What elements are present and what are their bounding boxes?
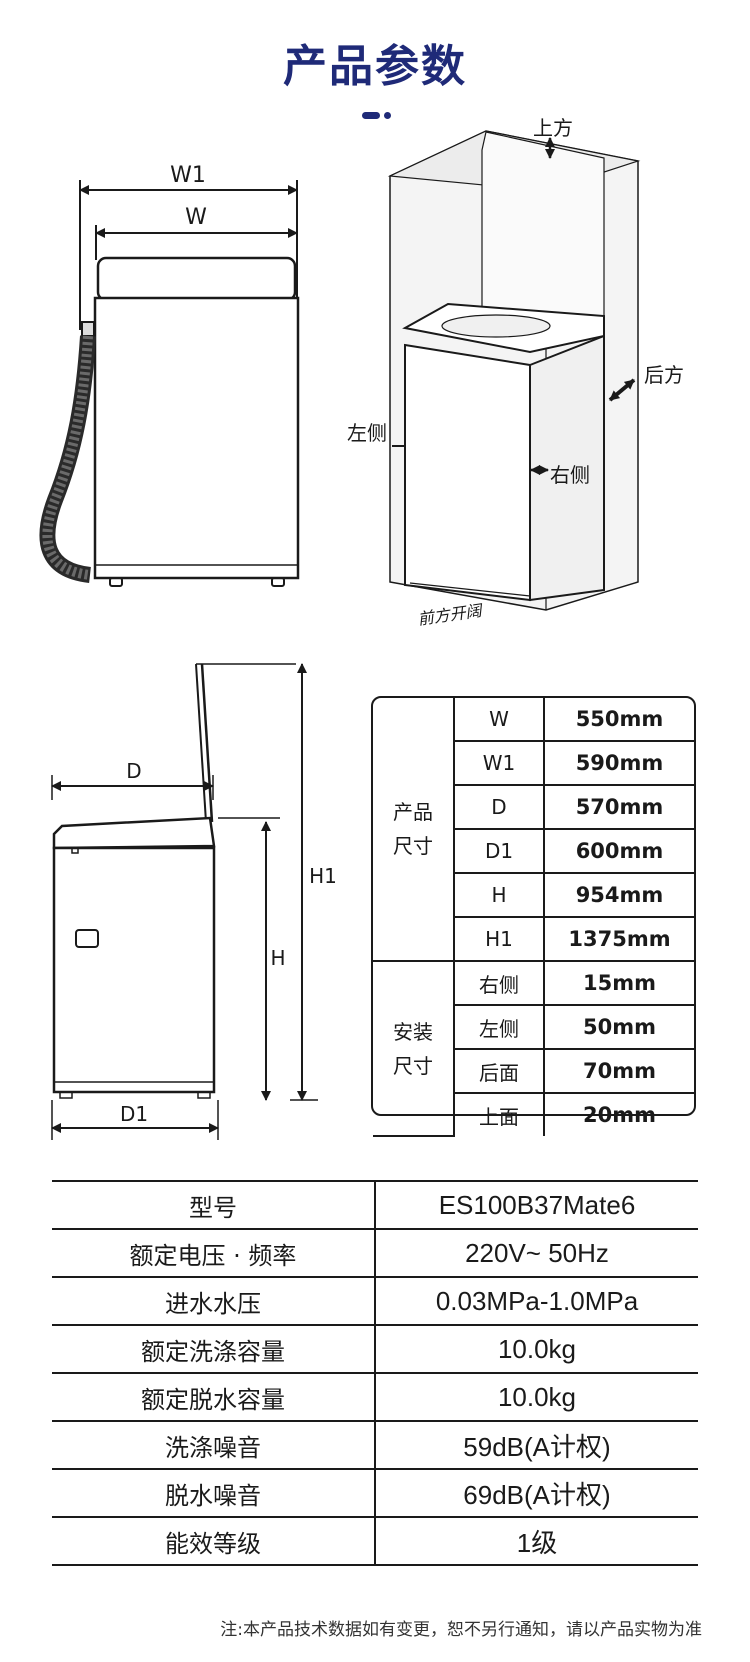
clearance-left-label: 左侧 [347,421,387,445]
spec-table: 型号 ES100B37Mate6 额定电压 · 频率 220V~ 50Hz 进水… [52,1180,698,1566]
dim-value: 70mm [543,1048,694,1094]
d1-label: D1 [120,1102,148,1126]
dim-key: W [453,698,545,742]
spec-value: 69dB(A计权) [375,1468,698,1518]
spec-key: 型号 [52,1180,376,1230]
dim-key: H [454,872,545,918]
d-label: D [126,759,141,783]
w-label: W [185,205,207,230]
table-row: 脱水噪音 69dB(A计权) [52,1468,698,1518]
table-row: 能效等级 1级 [52,1516,698,1566]
front-view-diagram [39,180,300,587]
dim-value: 954mm [543,872,694,918]
dim-value: 50mm [543,1004,694,1050]
table-row: 进水水压 0.03MPa-1.0MPa [52,1276,698,1326]
dim-key: W1 [454,740,545,786]
spec-value: 220V~ 50Hz [375,1228,698,1278]
clearance-front-label: 前方开阔 [417,601,485,629]
clearance-right-label: 右侧 [550,463,590,487]
dimension-table: 产品 尺寸 W 550mm W1 590mm D 570mm D1 600mm … [371,696,696,1137]
dim-value: 15mm [543,960,694,1006]
spec-value: 10.0kg [375,1372,698,1422]
w1-label: W1 [170,163,206,188]
dim-value: 20mm [543,1092,694,1136]
dim-key: 左侧 [454,1004,545,1050]
spec-key: 额定洗涤容量 [52,1324,376,1374]
spec-key: 洗涤噪音 [52,1420,376,1470]
group-install-size: 安装 尺寸 [373,960,455,1137]
dim-value: 1375mm [543,916,694,962]
spec-key: 能效等级 [52,1516,376,1566]
installation-clearance-diagram [387,130,641,611]
footnote: 注:本产品技术数据如有变更，恕不另行通知，请以产品实物为准 [220,1620,702,1640]
side-view-diagram [51,663,318,1140]
spec-key: 额定脱水容量 [52,1372,376,1422]
clearance-back-label: 后方 [644,363,684,387]
dim-key: H1 [454,916,545,962]
dimension-diagrams: W1 W 上方 后方 左侧 右侧 前方开阔 [39,116,684,1140]
h1-label: H1 [309,864,337,888]
dim-value: 550mm [543,698,694,742]
spec-key: 脱水噪音 [52,1468,376,1518]
table-row: 额定洗涤容量 10.0kg [52,1324,698,1374]
dim-key: D [454,784,545,830]
spec-key: 进水水压 [52,1276,376,1326]
page-title: 产品参数 [283,41,467,92]
h-label: H [270,946,285,970]
spec-value: 1级 [375,1516,698,1566]
dim-key: 右侧 [453,960,545,1006]
dim-value: 600mm [543,828,694,874]
group-product-size: 产品 尺寸 [373,698,455,962]
table-row: 型号 ES100B37Mate6 [52,1180,698,1230]
table-row: 洗涤噪音 59dB(A计权) [52,1420,698,1470]
table-row: 额定脱水容量 10.0kg [52,1372,698,1422]
spec-key: 额定电压 · 频率 [52,1228,376,1278]
dim-key: D1 [454,828,545,874]
spec-value: 59dB(A计权) [375,1420,698,1470]
table-row: 额定电压 · 频率 220V~ 50Hz [52,1228,698,1278]
group-name: 尺寸 [393,1053,433,1078]
spec-value: 10.0kg [375,1324,698,1374]
dim-value: 570mm [543,784,694,830]
group-name: 安装 [393,1019,433,1044]
dim-value: 590mm [543,740,694,786]
group-name: 尺寸 [393,834,433,858]
dim-key: 上面 [454,1092,545,1136]
clearance-top-label: 上方 [533,116,573,140]
spec-value: 0.03MPa-1.0MPa [375,1276,698,1326]
spec-value: ES100B37Mate6 [375,1180,698,1230]
group-name: 产品 [393,800,433,824]
dim-key: 后面 [454,1048,545,1094]
